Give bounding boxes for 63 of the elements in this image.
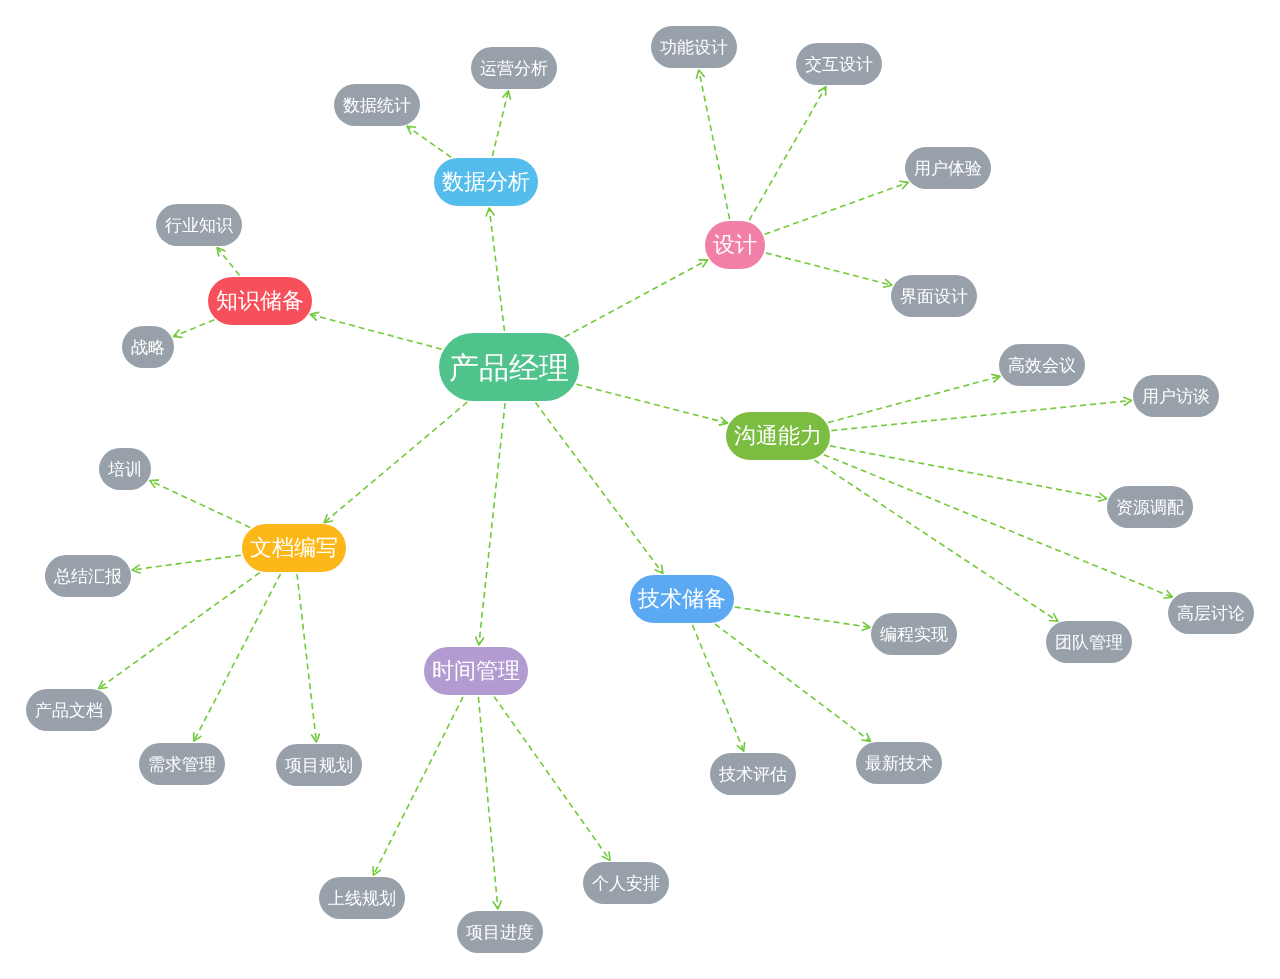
- dashed-arrow: [309, 311, 443, 350]
- subtopic-node: 行业知识: [156, 204, 242, 246]
- subtopic-node: 项目规划: [276, 744, 362, 786]
- subtopic-node: 总结汇报: [45, 555, 131, 597]
- dashed-arrow: [149, 479, 252, 529]
- subtopic-node: 最新技术: [856, 742, 942, 784]
- topic-node: 技术储备: [630, 575, 734, 623]
- topic-node: 知识储备: [208, 277, 312, 325]
- dashed-arrow: [575, 383, 729, 426]
- subtopic-node: 用户体验: [905, 147, 991, 189]
- dashed-arrow: [691, 624, 746, 752]
- dashed-arrow: [296, 573, 321, 743]
- dashed-arrow: [485, 207, 506, 332]
- dashed-arrow: [563, 259, 709, 338]
- dashed-arrow: [813, 459, 1059, 623]
- dashed-arrow: [829, 445, 1108, 502]
- dashed-arrow: [216, 246, 241, 277]
- topic-node: 数据分析: [434, 158, 538, 206]
- dashed-arrow: [827, 373, 1001, 424]
- subtopic-node: 编程实现: [871, 613, 957, 655]
- subtopic-node: 项目进度: [457, 911, 543, 953]
- subtopic-node: 高层讨论: [1168, 592, 1254, 634]
- subtopic-node: 上线规划: [319, 877, 405, 919]
- dashed-arrow: [323, 401, 469, 524]
- topic-node: 文档编写: [242, 524, 346, 572]
- dashed-arrow: [131, 554, 242, 574]
- dashed-arrow: [474, 402, 506, 646]
- dashed-arrow: [493, 695, 611, 862]
- subtopic-node: 需求管理: [139, 743, 225, 785]
- dashed-arrow: [733, 606, 871, 632]
- dashed-arrow: [830, 396, 1133, 432]
- dashed-arrow: [765, 252, 893, 288]
- subtopic-node: 运营分析: [471, 47, 557, 89]
- dashed-arrow: [695, 69, 731, 220]
- dashed-arrow: [763, 180, 909, 236]
- dashed-arrow: [477, 696, 502, 910]
- dashed-arrow: [491, 90, 512, 157]
- dashed-arrow: [748, 85, 827, 222]
- subtopic-node: 数据统计: [334, 84, 420, 126]
- dashed-arrow: [534, 401, 664, 575]
- subtopic-node: 培训: [99, 448, 151, 490]
- subtopic-node: 功能设计: [651, 26, 737, 68]
- subtopic-node: 团队管理: [1046, 621, 1132, 663]
- subtopic-node: 资源调配: [1107, 486, 1193, 528]
- subtopic-node: 高效会议: [999, 344, 1085, 386]
- dashed-arrow: [192, 573, 282, 742]
- subtopic-node: 技术评估: [710, 753, 796, 795]
- subtopic-node: 交互设计: [796, 43, 882, 85]
- dashed-arrow: [714, 623, 872, 743]
- subtopic-node: 战略: [122, 326, 174, 368]
- dashed-arrow: [172, 319, 216, 339]
- subtopic-node: 用户访谈: [1133, 375, 1219, 417]
- topic-node: 时间管理: [424, 647, 528, 695]
- central-topic: 产品经理: [439, 333, 579, 401]
- dashed-arrow: [823, 453, 1174, 599]
- subtopic-node: 个人安排: [583, 862, 669, 904]
- dashed-arrow: [97, 571, 261, 690]
- subtopic-node: 界面设计: [891, 275, 977, 317]
- dashed-arrow: [406, 125, 452, 159]
- dashed-arrow: [372, 696, 464, 876]
- topic-node: 设计: [705, 221, 765, 269]
- subtopic-node: 产品文档: [26, 689, 112, 731]
- topic-node: 沟通能力: [726, 412, 830, 460]
